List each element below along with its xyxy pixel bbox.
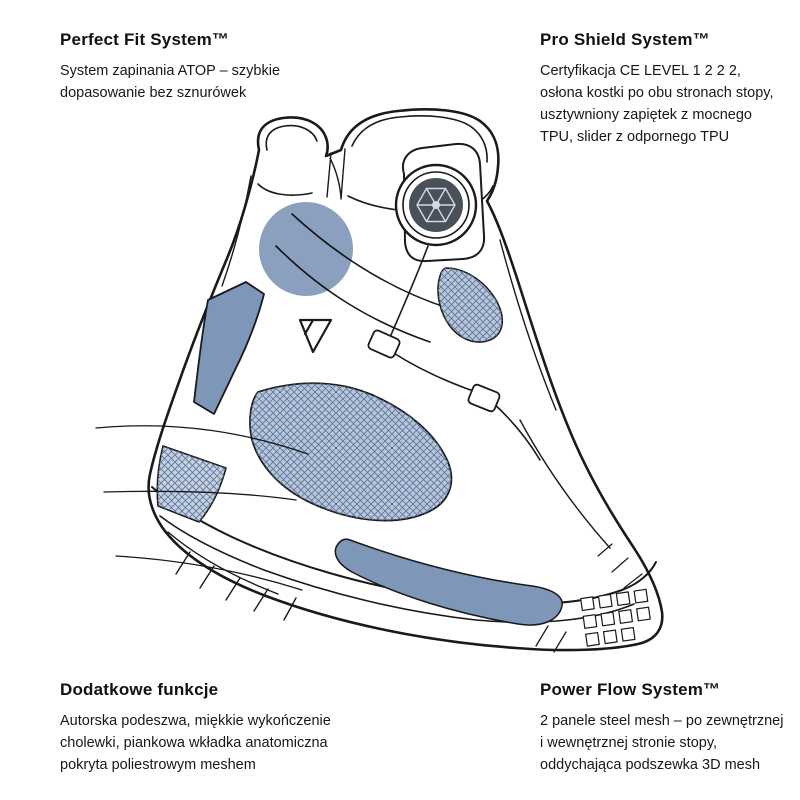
heel-back-hatch xyxy=(597,543,643,589)
front-shin-seam xyxy=(221,175,252,287)
strap-keeper-lower xyxy=(467,383,501,413)
feature-title-pro-shield: Pro Shield System™ xyxy=(540,30,710,49)
outsole-line xyxy=(159,515,635,624)
feature-title-perfect-fit: Perfect Fit System™ xyxy=(60,30,230,49)
feature-power-flow: Power Flow System™ 2 panele steel mesh –… xyxy=(540,680,790,776)
leader-line-mesh xyxy=(95,425,309,455)
side-mesh-texture xyxy=(250,383,452,521)
feature-title-power-flow: Power Flow System™ xyxy=(540,680,721,699)
back-inner-seam xyxy=(499,239,557,411)
feature-title-dodatkowe-funkcje: Dodatkowe funkcje xyxy=(60,680,219,699)
heel-cup-seam xyxy=(519,419,611,549)
leader-lines xyxy=(95,425,309,591)
feature-description-pro-shield: Certyfikacja CE LEVEL 1 2 2 2, osłona ko… xyxy=(540,63,774,146)
feature-description-dodatkowe-funkcje: Autorska podeszwa, miękkie wykończenie c… xyxy=(60,713,331,774)
collar-front-loop-bottom xyxy=(257,183,313,196)
brand-logo-mark xyxy=(298,318,333,354)
ankle-highlight-circle xyxy=(259,202,353,296)
collar-front-loop-inner xyxy=(265,124,318,151)
heel-tread-grid xyxy=(580,588,651,647)
ankle-mesh-texture xyxy=(438,268,503,342)
leader-line-outsole xyxy=(115,555,303,591)
feature-description-perfect-fit: System zapinania ATOP – szybkie dopasowa… xyxy=(60,63,281,102)
feature-pro-shield: Pro Shield System™ Certyfikacja CE LEVEL… xyxy=(540,30,775,148)
leader-line-insole xyxy=(103,490,297,501)
shin-panel xyxy=(193,281,265,415)
collar-back-inner xyxy=(351,115,488,163)
feature-description-power-flow: 2 panele steel mesh – po zewnętrznej i w… xyxy=(540,713,784,774)
collar-split-seams xyxy=(326,148,346,200)
feature-dodatkowe-funkcje: Dodatkowe funkcje Autorska podeszwa, mię… xyxy=(60,680,345,776)
heel-panel xyxy=(334,538,563,626)
heel-tread-ticks xyxy=(535,625,567,653)
toe-mesh-texture xyxy=(157,446,226,522)
boa-dial xyxy=(394,163,478,247)
outsole-front-edge xyxy=(167,531,279,595)
feature-perfect-fit: Perfect Fit System™ System zapinania ATO… xyxy=(60,30,325,104)
strap-keeper-upper xyxy=(367,329,401,359)
